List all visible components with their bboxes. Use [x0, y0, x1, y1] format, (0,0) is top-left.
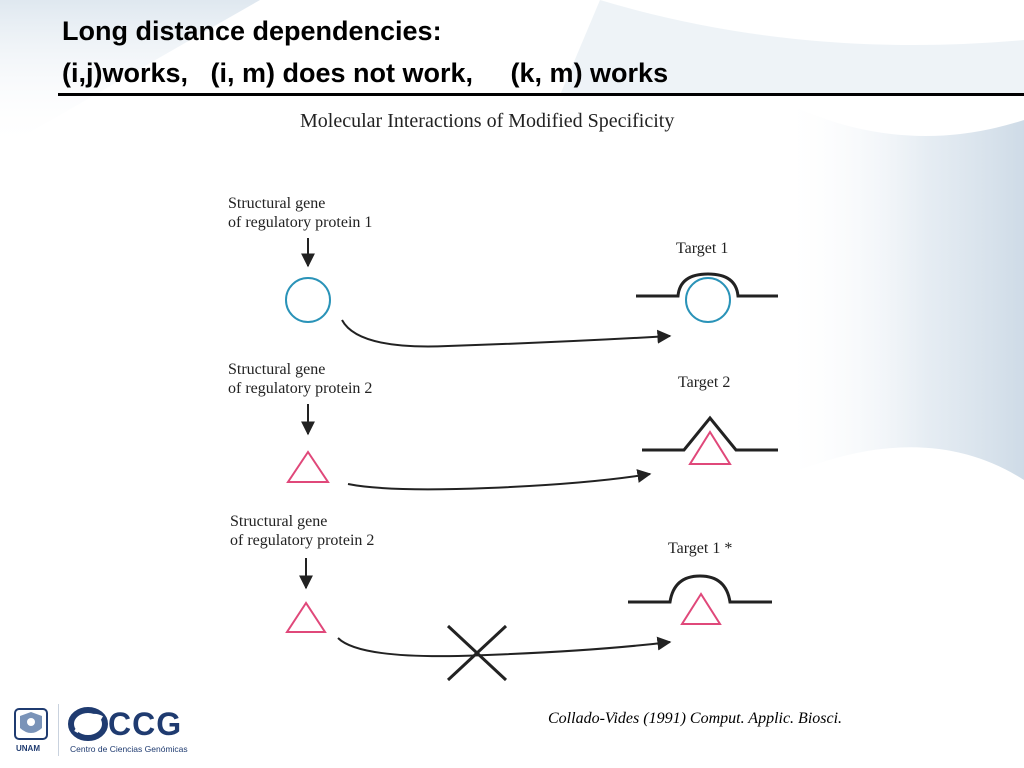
- gene-label-1-line2: of regulatory protein 1: [228, 214, 373, 231]
- gene-label-2-line2: of regulatory protein 2: [228, 380, 373, 397]
- title-underline: [58, 93, 1024, 96]
- protein-circle-1: [285, 277, 331, 323]
- unam-seal-icon: [14, 708, 48, 740]
- target-label-2: Target 2: [678, 374, 731, 391]
- protein-triangle-2: [286, 450, 330, 483]
- unam-label: UNAM: [16, 744, 40, 753]
- interaction-arrow-3: [337, 636, 672, 658]
- interaction-diagram: Molecular Interactions of Modified Speci…: [208, 100, 798, 700]
- target-circle-1: [685, 277, 731, 323]
- gene-label-3-line1: Structural gene: [230, 513, 328, 530]
- interaction-arrow-1: [341, 319, 672, 348]
- gene-label-2-line1: Structural gene: [228, 361, 326, 378]
- target-triangle-2: [688, 430, 732, 465]
- slide-title-line2: (i,j)works, (i, m) does not work, (k, m)…: [62, 58, 669, 88]
- target-site-1: [636, 272, 778, 298]
- target-label-3: Target 1 *: [668, 540, 733, 557]
- gene-label-1: Structural gene of regulatory protein 1: [228, 194, 372, 232]
- logo-area: UNAM CCG Centro de Ciencias Genómicas: [8, 700, 208, 760]
- citation-text: Collado-Vides (1991) Comput. Applic. Bio…: [548, 710, 843, 727]
- protein-triangle-3: [285, 601, 327, 633]
- figure-title: Molecular Interactions of Modified Speci…: [300, 110, 675, 132]
- target-label-1: Target 1: [676, 240, 729, 257]
- slide-title-line1: Long distance dependencies:: [62, 16, 442, 46]
- watermark-band: [560, 0, 1024, 95]
- gene-label-3: Structural gene of regulatory protein 2: [230, 512, 374, 550]
- gene-label-1-line1: Structural gene: [228, 195, 326, 212]
- blocked-cross-icon: [446, 624, 508, 682]
- ccg-label: CCG: [108, 706, 183, 742]
- watermark-swirl-left: [0, 0, 260, 150]
- logo-divider: [58, 704, 59, 756]
- gene-label-2: Structural gene of regulatory protein 2: [228, 360, 372, 398]
- diagram-drawing: [285, 238, 778, 682]
- ccg-swirl-icon: [68, 707, 108, 741]
- target-site-3: [628, 574, 772, 604]
- watermark-swirl-right: [780, 100, 1024, 480]
- interaction-arrow-2: [347, 469, 652, 491]
- target-triangle-3: [680, 592, 722, 625]
- target-site-2: [642, 415, 778, 452]
- ccg-subtitle: Centro de Ciencias Genómicas: [70, 744, 188, 754]
- gene-label-3-line2: of regulatory protein 2: [230, 532, 375, 549]
